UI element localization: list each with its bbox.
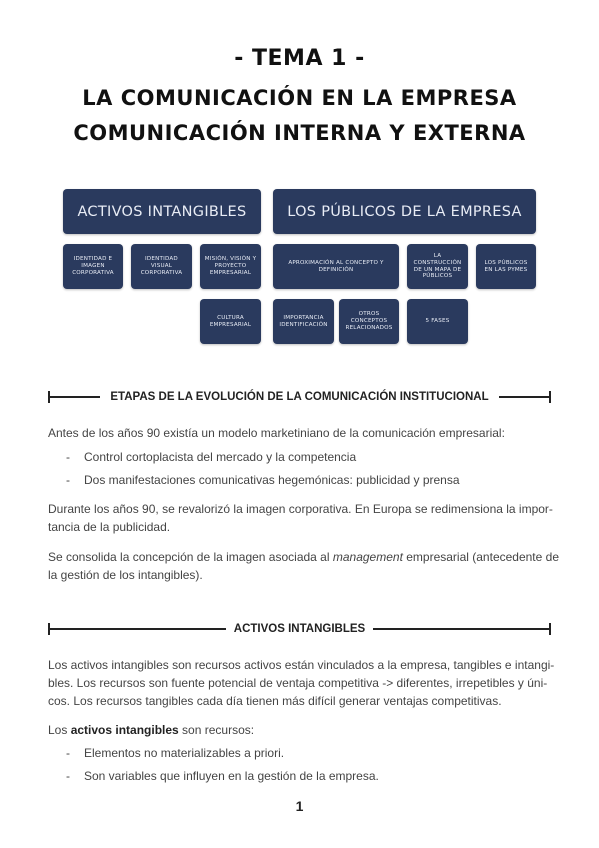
list-item-text: Son variables que influyen en la gestión… bbox=[84, 769, 379, 783]
paragraph: Antes de los años 90 existía un modelo m… bbox=[48, 426, 505, 440]
diagram-header-publicos: LOS PÚBLICOS DE LA EMPRESA bbox=[273, 189, 536, 234]
section-heading-label: ACTIVOS INTANGIBLES bbox=[233, 623, 366, 635]
diagram-item: APROXIMACIÓN AL CONCEPTO Y DEFINICIÓN bbox=[273, 244, 399, 289]
list-item-text: Control cortoplacista del mercado y la c… bbox=[84, 450, 357, 464]
diagram-item: 5 FASES bbox=[407, 299, 468, 344]
rule-line bbox=[48, 396, 100, 398]
paragraph-line: cos. Los recursos tangibles cada día tie… bbox=[48, 694, 502, 708]
rule-cap bbox=[549, 623, 551, 635]
bold-text: activos intangibles bbox=[70, 723, 179, 737]
diagram-item: IDENTIDAD VISUAL CORPORATIVA bbox=[131, 244, 192, 289]
paragraph: Los activos intangibles son recursos: bbox=[48, 721, 551, 739]
text-span: Los bbox=[48, 723, 71, 737]
rule-cap bbox=[549, 391, 551, 403]
paragraph-line: Durante los años 90, se revalorizó la im… bbox=[48, 502, 553, 516]
text-span: Se consolida la concepción de la imagen … bbox=[48, 550, 333, 564]
diagram-item: LA CONSTRUCCIÓN DE UN MAPA DE PÚBLICOS bbox=[407, 244, 468, 289]
diagram-item: LOS PÚBLICOS EN LAS PYMES bbox=[476, 244, 536, 289]
text-span: son recursos: bbox=[178, 723, 255, 737]
bullet-dash: - bbox=[66, 769, 70, 783]
list-item-text: Elementos no materializables a priori. bbox=[84, 746, 285, 760]
bullet-dash: - bbox=[66, 450, 70, 464]
rule-line bbox=[48, 628, 226, 630]
emphasis-text: management bbox=[332, 550, 403, 564]
paragraph: Los activos intangibles son recursos act… bbox=[48, 656, 555, 710]
section-heading-label: ETAPAS DE LA EVOLUCIÓN DE LA COMUNICACIÓ… bbox=[110, 391, 489, 403]
diagram-item: IMPORTANCIA IDENTIFICACIÓN bbox=[273, 299, 334, 344]
paragraph: Durante los años 90, se revalorizó la im… bbox=[48, 500, 553, 536]
paragraph: Se consolida la concepción de la imagen … bbox=[48, 548, 559, 584]
page-number: 1 bbox=[295, 798, 304, 814]
diagram-item: CULTURA EMPRESARIAL bbox=[200, 299, 261, 344]
section-heading-activos: ACTIVOS INTANGIBLES bbox=[48, 622, 551, 636]
chapter-number: - TEMA 1 - bbox=[234, 46, 365, 71]
paragraph-line: bles. Los recursos son fuente potencial … bbox=[48, 676, 548, 690]
page-title: LA COMUNICACIÓN EN LA EMPRESA bbox=[82, 86, 517, 110]
diagram-item: MISIÓN, VISIÓN Y PROYECTO EMPRESARIAL bbox=[200, 244, 261, 289]
diagram-header-activos: ACTIVOS INTANGIBLES bbox=[63, 189, 261, 234]
rule-line bbox=[499, 396, 551, 398]
paragraph-line: tancia de la publicidad. bbox=[48, 520, 171, 534]
paragraph-line: Los activos intangibles son recursos act… bbox=[48, 658, 555, 672]
diagram-item: IDENTIDAD E IMAGEN CORPORATIVA bbox=[63, 244, 123, 289]
page-subtitle: COMUNICACIÓN INTERNA Y EXTERNA bbox=[73, 121, 526, 145]
paragraph-line: Se consolida la concepción de la imagen … bbox=[48, 548, 559, 566]
section-heading-etapas: ETAPAS DE LA EVOLUCIÓN DE LA COMUNICACIÓ… bbox=[48, 390, 551, 404]
rule-line bbox=[373, 628, 551, 630]
diagram-item: OTROS CONCEPTOS RELACIONADOS bbox=[339, 299, 399, 344]
list-item-text: Dos manifestaciones comunicativas hegemó… bbox=[84, 473, 460, 487]
bullet-dash: - bbox=[66, 746, 70, 760]
text-span: empresarial (antecedente de bbox=[402, 550, 559, 564]
paragraph-line: la gestión de los intangibles). bbox=[48, 568, 203, 582]
bullet-dash: - bbox=[66, 473, 70, 487]
